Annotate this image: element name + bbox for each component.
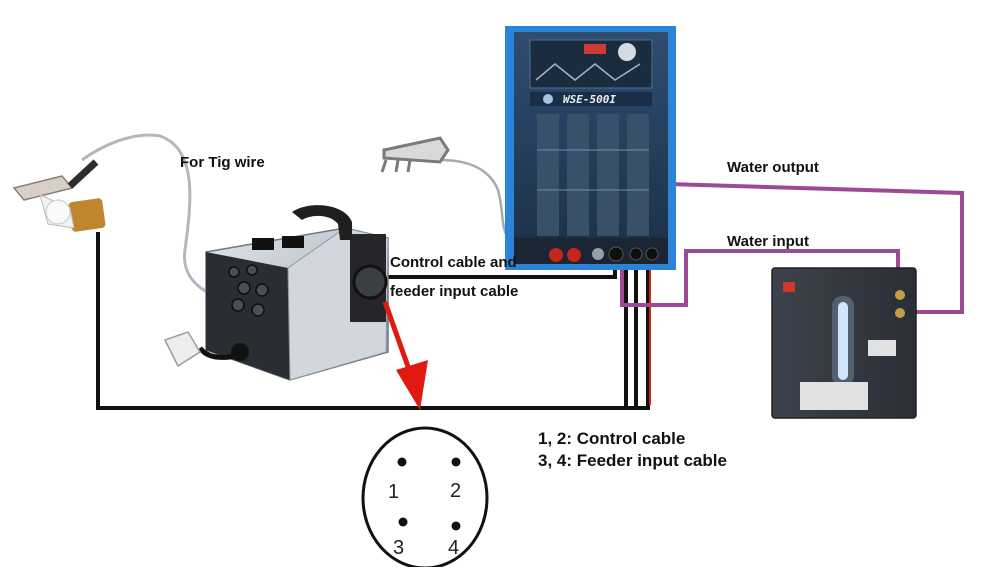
power-source-unit: WSE-500I <box>505 26 676 270</box>
wire-feeder-unit <box>197 205 389 381</box>
legend-line-2: 3, 4: Feeder input cable <box>538 451 727 470</box>
ground-cable-loop <box>96 232 650 410</box>
pin-label-4: 4 <box>448 537 459 559</box>
ground-clamp <box>380 136 450 173</box>
tig-wire-label: For Tig wire <box>180 154 265 171</box>
tig-wire-lead <box>81 133 239 302</box>
tig-torch <box>12 159 106 232</box>
gas-hose-plug <box>163 331 202 368</box>
pin-label-2: 2 <box>450 480 461 502</box>
pointer-arrow <box>382 301 428 410</box>
control-cable-label-line1: Control cable and <box>390 254 517 271</box>
water-output-label: Water output <box>727 159 819 176</box>
machine-model-label: WSE-500I <box>563 93 616 106</box>
water-input-hose <box>620 249 900 307</box>
pin-label-3: 3 <box>393 537 404 559</box>
water-output-hose <box>667 182 964 314</box>
power-source-vents <box>537 114 649 236</box>
water-input-label: Water input <box>727 233 809 250</box>
pin-label-1: 1 <box>388 481 399 503</box>
water-hoses <box>620 182 964 314</box>
legend-line-1: 1, 2: Control cable <box>538 429 685 448</box>
water-cooler-unit <box>771 267 917 419</box>
control-cable-label-line2: feeder input cable <box>390 283 518 300</box>
connector-pin-diagram: 1 2 3 4 <box>361 426 489 570</box>
